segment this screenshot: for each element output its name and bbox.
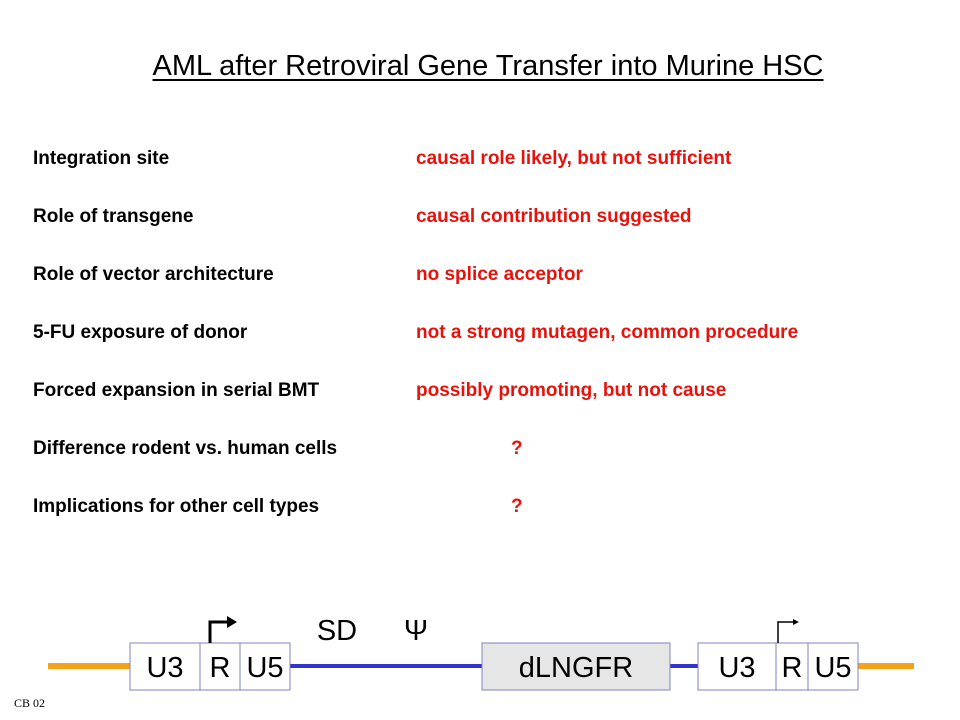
row-label: Difference rodent vs. human cells xyxy=(33,438,338,459)
row-label: Implications for other cell types xyxy=(33,496,320,517)
footer-label: CB 02 xyxy=(14,696,46,710)
r-label: R xyxy=(782,652,803,684)
page-title: AML after Retroviral Gene Transfer into … xyxy=(152,50,824,82)
u3-box xyxy=(129,642,201,691)
u5-box xyxy=(239,642,291,691)
u5-box xyxy=(807,642,859,691)
row-value: no splice acceptor xyxy=(416,264,583,285)
ltr-left: U3 R U5 xyxy=(129,642,291,691)
row-label: Role of vector architecture xyxy=(33,264,274,285)
row-value: possibly promoting, but not cause xyxy=(416,380,727,401)
row-value: causal contribution suggested xyxy=(416,206,692,227)
u3-box xyxy=(697,642,777,691)
ltr-right: U3 R U5 xyxy=(697,642,859,691)
u3-label: U3 xyxy=(718,652,755,684)
transgene-label: dLNGFR xyxy=(519,652,633,684)
transgene-box: dLNGFR xyxy=(481,642,671,691)
row-value: ? xyxy=(511,438,523,459)
r-box xyxy=(199,642,241,691)
u5-label: U5 xyxy=(814,652,851,684)
r-label: R xyxy=(210,652,231,684)
promoter-arrow-right-icon xyxy=(777,619,799,643)
row-value: causal role likely, but not sufficient xyxy=(416,148,732,169)
row-label: Integration site xyxy=(33,148,170,169)
promoter-arrow-left-icon xyxy=(208,616,237,643)
row-label: 5-FU exposure of donor xyxy=(33,322,248,343)
r-box xyxy=(775,642,809,691)
u3-label: U3 xyxy=(146,652,183,684)
row-label: Role of transgene xyxy=(33,206,194,227)
row-value: ? xyxy=(511,496,523,517)
row-value: not a strong mutagen, common procedure xyxy=(416,322,799,343)
psi-label: Ψ xyxy=(404,615,428,647)
row-label: Forced expansion in serial BMT xyxy=(33,380,320,401)
u5-label: U5 xyxy=(246,652,283,684)
sd-label: SD xyxy=(317,615,357,647)
